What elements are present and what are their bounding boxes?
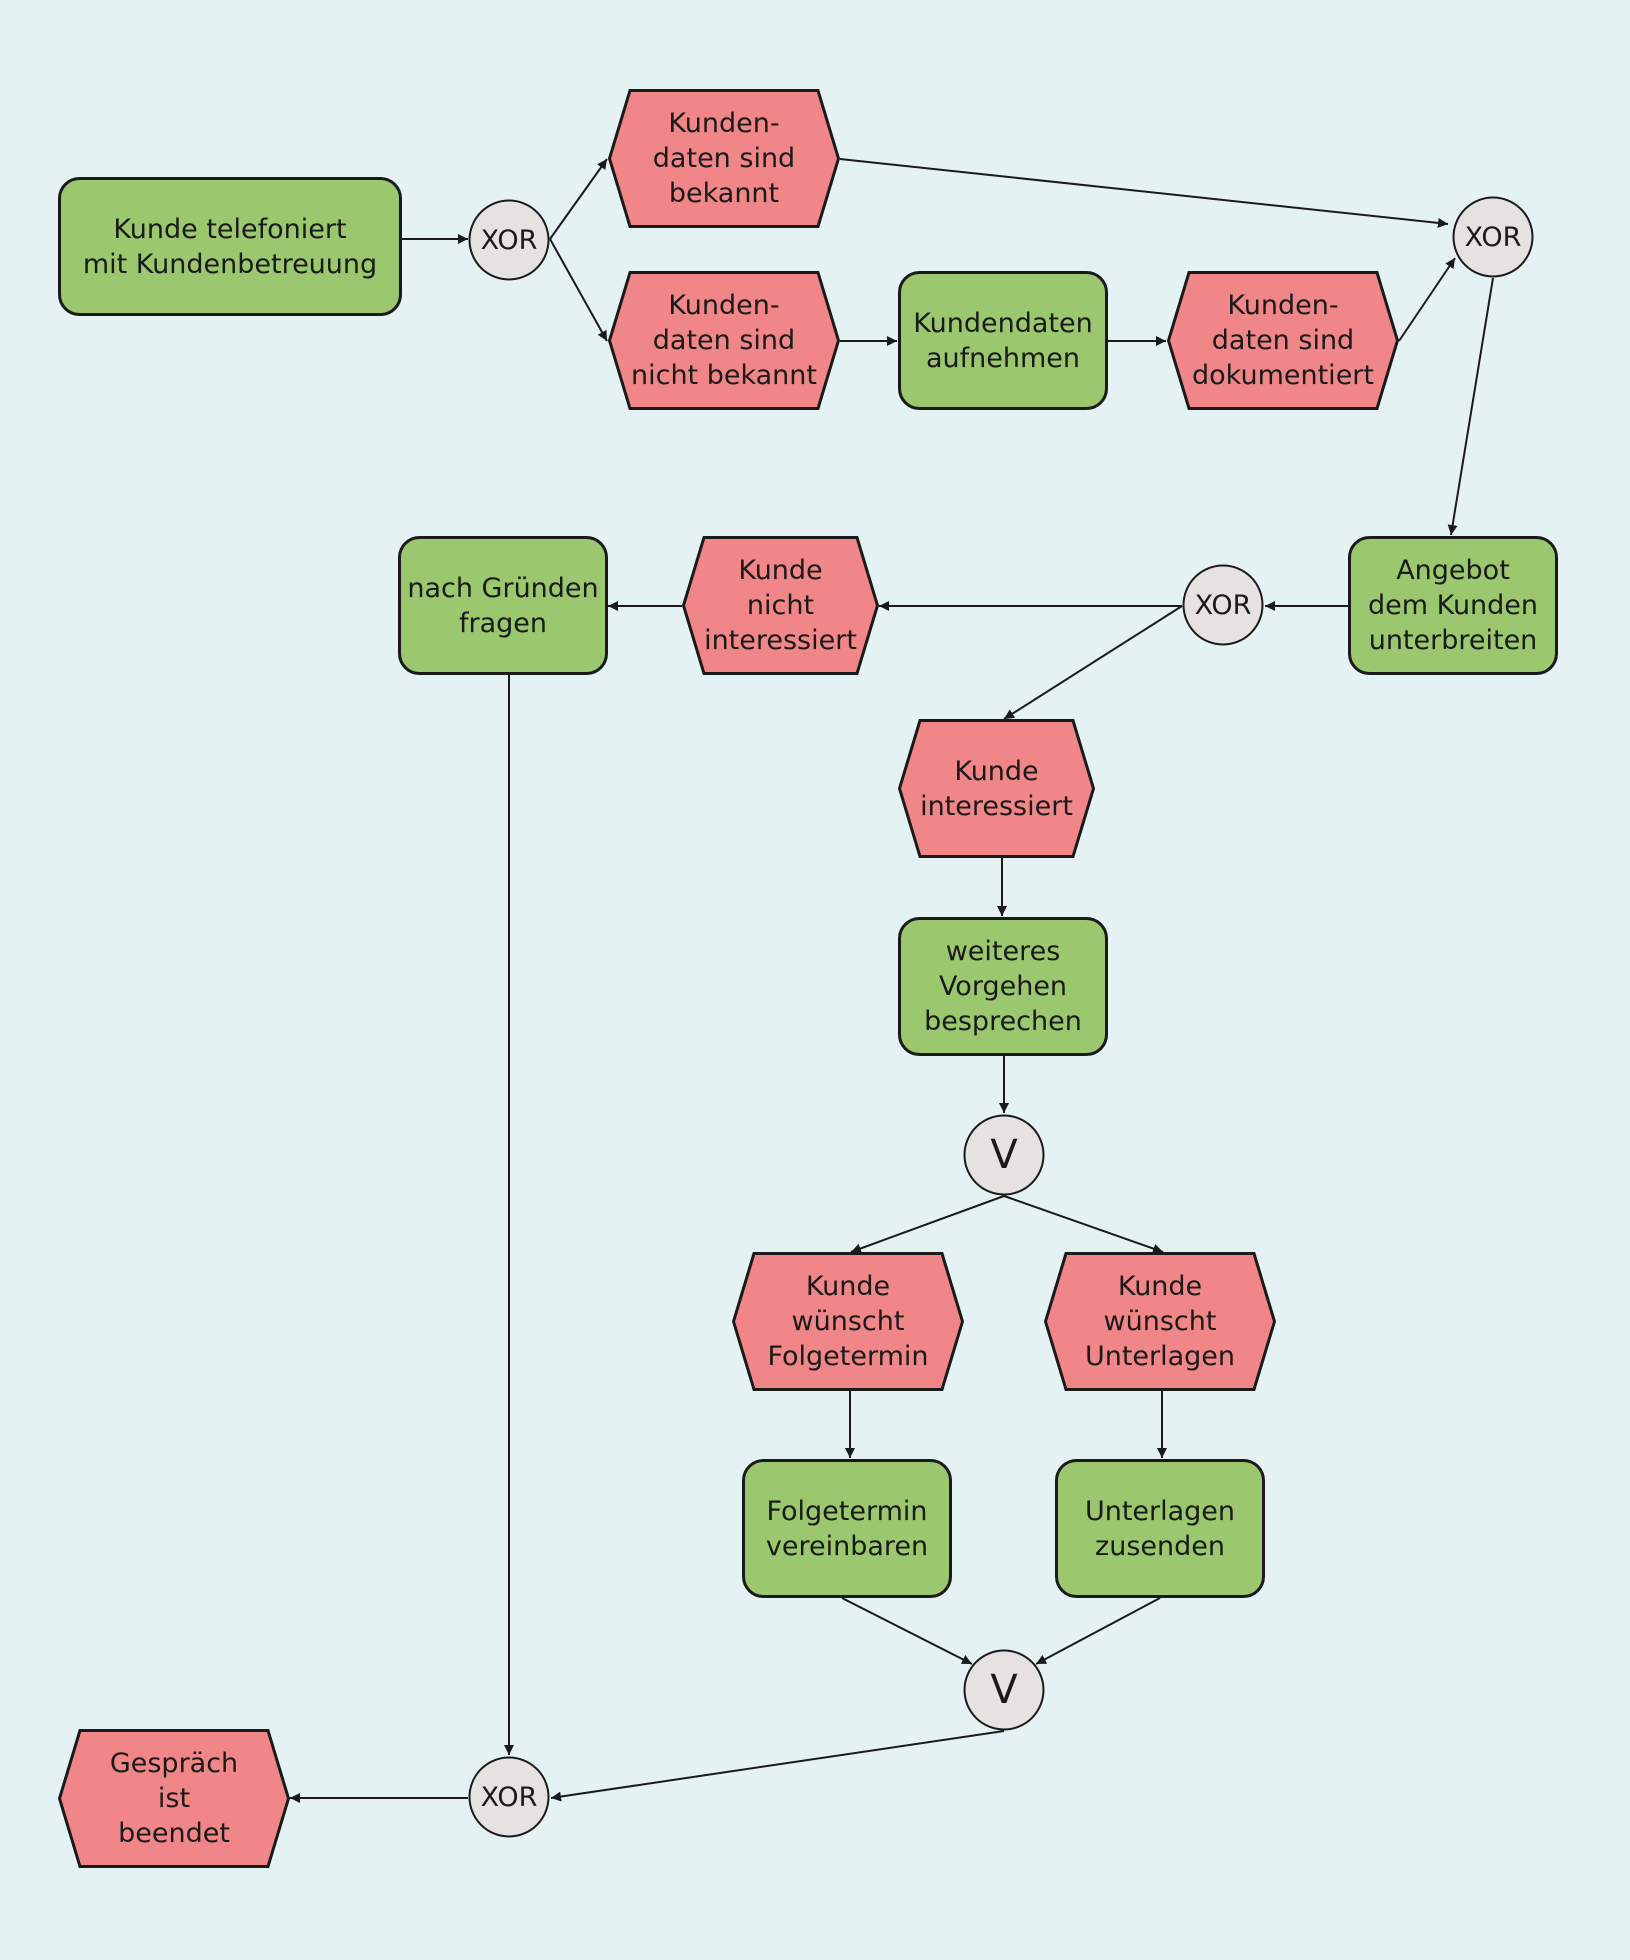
edge-g4-e7 [1003,1195,1164,1254]
event-kunde-wuenscht-folgetermin: Kunde wünscht Folgetermin [731,1252,965,1391]
event-shape [1166,271,1400,410]
function-shape [1348,536,1558,675]
edge-g3-e5 [1003,605,1183,720]
function-kunde-telefoniert: Kunde telefoniert mit Kundenbetreuung [58,177,402,316]
function-kundendaten-aufnehmen: Kundendaten aufnehmen [898,271,1108,410]
event-kunde-wuenscht-unterlagen: Kunde wünscht Unterlagen [1043,1252,1277,1391]
event-shape [607,271,841,410]
event-kundendaten-nicht-bekannt: Kunden- daten sind nicht bekannt [607,271,841,410]
event-kunde-nicht-interessiert: Kunde nicht interessiert [681,536,880,675]
gateway-label: XOR [480,1781,538,1813]
function-label: Kunde telefoniert mit Kundenbetreuung [82,213,378,280]
event-label: Kunde nicht interessiert [704,555,857,656]
event-kundendaten-bekannt: Kunden- daten sind bekannt [607,89,841,228]
event-kundendaten-dokumentiert: Kunden- daten sind dokumentiert [1166,271,1400,410]
gateway-label: XOR [1194,589,1252,621]
gateway-shape [1182,564,1264,646]
function-nach-gruenden-fragen: nach Gründen fragen [398,536,608,675]
edge-f7-g5 [1035,1597,1161,1665]
function-shape [898,271,1108,410]
gateway-label: V [990,1666,1018,1713]
gateway-label: XOR [480,224,538,256]
and-gateway-split: V [963,1114,1045,1196]
gateway-label: V [990,1131,1018,1178]
event-shape [681,536,880,675]
xor-gateway-3: XOR [1182,564,1264,646]
xor-gateway-1: XOR [468,199,550,281]
function-shape [58,177,402,316]
gateway-shape [468,1756,550,1838]
function-shape [898,917,1108,1056]
function-label: Unterlagen zusenden [1084,1495,1236,1562]
edge-e1-g2 [839,158,1449,228]
event-gespraech-beendet: Gespräch ist beendet [57,1729,291,1868]
function-label: Angebot dem Kunden unterbreiten [1367,555,1539,656]
event-label: Kunde interessiert [920,755,1073,822]
event-label: Kunden- daten sind dokumentiert [1192,290,1374,391]
event-shape [731,1252,965,1391]
event-shape [897,719,1096,858]
function-unterlagen-zusenden: Unterlagen zusenden [1055,1459,1265,1598]
function-label: weiteres Vorgehen besprechen [924,936,1082,1037]
function-shape [398,536,608,675]
function-label: Folgetermin vereinbaren [765,1495,929,1562]
and-gateway-join: V [963,1649,1045,1731]
gateway-shape [963,1649,1045,1731]
function-weiteres-vorgehen: weiteres Vorgehen besprechen [898,917,1108,1056]
event-kunde-interessiert: Kunde interessiert [897,719,1096,858]
xor-gateway-2: XOR [1452,196,1534,278]
event-label: Kunde wünscht Folgetermin [767,1271,929,1372]
gateway-shape [1452,196,1534,278]
edge-g1-e2 [549,238,608,342]
event-label: Kunde wünscht Unterlagen [1084,1271,1236,1372]
function-folgetermin-vereinbaren: Folgetermin vereinbaren [742,1459,952,1598]
event-shape [57,1729,291,1868]
event-label: Kunden- daten sind nicht bekannt [630,290,817,391]
edge-f6-g5 [841,1597,973,1665]
edge-g4-e6 [850,1195,1005,1254]
gateway-label: XOR [1464,221,1522,253]
edge-e3-g2 [1398,257,1456,342]
gateway-shape [468,199,550,281]
event-shape [607,89,841,228]
edge-g1-e1 [549,158,608,240]
event-shape [1043,1252,1277,1391]
gateway-shape [963,1114,1045,1196]
xor-gateway-4: XOR [468,1756,550,1838]
edge-g2-f3 [1447,277,1494,536]
event-label: Kunden- daten sind bekannt [652,108,796,209]
event-label: Gespräch ist beendet [109,1748,239,1849]
function-shape [1055,1459,1265,1598]
function-label: Kundendaten aufnehmen [913,307,1093,374]
function-angebot-unterbreiten: Angebot dem Kunden unterbreiten [1348,536,1558,675]
edge-g5-g6 [550,1730,1005,1802]
function-label: nach Gründen fragen [407,572,599,639]
function-shape [742,1459,952,1598]
